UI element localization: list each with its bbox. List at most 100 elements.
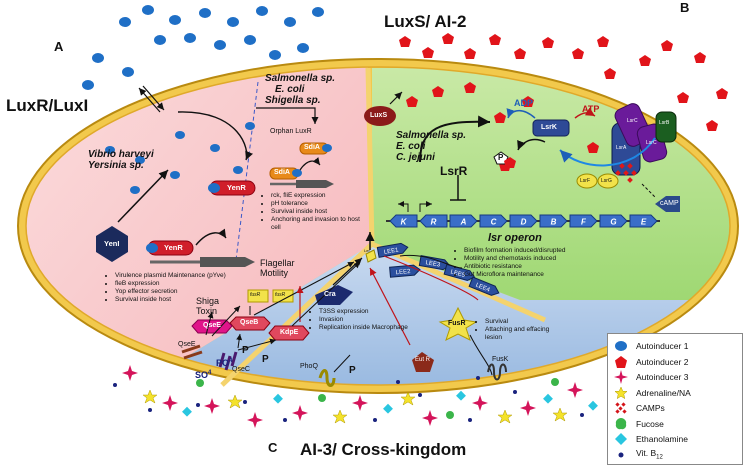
sdia-label-lower: SdiA: [274, 169, 290, 176]
panel-a-right-bullets: rck, fliE expression pH tolerance Surviv…: [262, 192, 368, 232]
organism-salmonella-b: Salmonella sp.: [396, 130, 467, 141]
cra-label: Cra: [324, 291, 336, 298]
lsrr-loop-arrow: [419, 115, 491, 163]
operon-gene-g: G: [599, 214, 628, 228]
bullet: T3SS expression: [319, 308, 420, 316]
gene-arrow-sdia: [296, 180, 334, 188]
ai1-dot: [312, 7, 324, 17]
p-label-b: P: [498, 153, 504, 162]
ai3-star: [292, 405, 308, 421]
fusr-box-1: [247, 289, 269, 303]
ai2-pentagon: [639, 55, 651, 66]
bullet: Survival inside host: [271, 208, 368, 216]
ai1-dot: [297, 43, 309, 53]
divider-a-b: [365, 67, 375, 245]
camp-tag: [655, 196, 680, 212]
bullet: Antibiotic resistance: [464, 263, 625, 271]
operon-gene-label: G: [610, 218, 616, 227]
panel-b-bullets: Biofilm formation induced/disrupted Moti…: [455, 247, 625, 279]
operon-gene-label: E: [641, 218, 647, 227]
qseb-label: QseB: [240, 319, 259, 326]
bullet: Motility and chemotaxis induced: [464, 255, 625, 263]
yellow-star5-icon: [614, 385, 628, 399]
fucose-blob: [196, 379, 204, 387]
vitb12-dot: [396, 380, 400, 384]
signal-to-yenr-arrow: [177, 111, 254, 161]
ai2-pentagon: [464, 48, 476, 59]
ai2-pentagon: [422, 47, 434, 58]
lsrf-protein: [576, 173, 598, 189]
yenr-activation-arrow: [195, 228, 227, 246]
legend-item: Autoinducer 2: [614, 354, 688, 370]
operon-gene-d: D: [509, 214, 538, 228]
ai2-pentagon: [677, 92, 689, 103]
bullet: Attaching and effacing lesion: [485, 326, 556, 342]
panel-label-a: A: [54, 39, 64, 54]
operon-gene-k: K: [389, 214, 418, 228]
yenr-label-lower: YenR: [164, 243, 183, 252]
operon-gene-label: A: [460, 218, 467, 227]
bullet: Survival inside host: [115, 296, 246, 304]
flagellar-label: Flagellar Motility: [260, 258, 295, 278]
ai2-pentagon: [489, 34, 501, 45]
fucose-blob: [318, 394, 326, 402]
ethanolamine-diamond: [182, 406, 192, 417]
legend-item: Vit. B12: [614, 447, 663, 463]
sector-luxr-background: [26, 67, 372, 385]
kdpe-label: KdpE: [280, 329, 299, 336]
operon-gene-label: K: [401, 218, 408, 227]
vitb12-dot: [513, 390, 517, 394]
ai1-dot: [82, 80, 94, 90]
adrenaline-star: [332, 409, 348, 424]
ai3-star: [122, 365, 138, 381]
ai3-star: [472, 395, 488, 411]
extracellular-signals: [113, 365, 598, 428]
ai3-star: [422, 410, 438, 426]
cra-protein: [315, 285, 353, 305]
organism-salmonella-a: Salmonella sp.: [265, 73, 336, 84]
vitb12-dot: [468, 418, 472, 422]
panel-c-mid-bullets: T3SS expression Invasion Replication ins…: [310, 308, 420, 332]
ai3-star: [520, 400, 536, 416]
qseb-protein: [229, 316, 271, 331]
vitb12-dot: [418, 393, 422, 397]
operon-gene-label: C: [491, 218, 497, 227]
dashed-separator: [235, 81, 259, 261]
divider-b-c: [370, 241, 547, 323]
ai2-pentagon: [399, 36, 411, 47]
lsrk-label: LsrK: [541, 124, 557, 131]
legend-label: Autoinducer 3: [636, 372, 689, 382]
lee-gene-label: LEE2: [396, 269, 412, 276]
bullet: fleB expression: [115, 280, 246, 288]
adrenaline-star: [227, 394, 243, 409]
legend-item: Ethanolamine: [614, 431, 688, 447]
yeni-hexagon: [96, 226, 128, 262]
lee-gene-lee1: LEE1: [376, 242, 409, 258]
yeni-label: YenI: [104, 239, 120, 248]
lsrr-label: LsrR: [440, 164, 468, 178]
lee-gene-lee2: LEE2: [389, 264, 421, 278]
fusr-label: FusR: [448, 320, 466, 327]
ai1-dot: [227, 17, 239, 27]
ai1-dot: [154, 35, 166, 45]
po4-label: PO4: [216, 358, 233, 368]
green-blob-icon: [615, 417, 627, 429]
lsr-operon-label: lsr operon: [488, 232, 542, 244]
lsrk-kinase: [532, 119, 570, 137]
p-label-phoq: P: [349, 365, 356, 376]
ai1-dot: [184, 33, 196, 43]
cyan-diamond-icon: [615, 433, 627, 445]
legend-label: Fucose: [636, 418, 664, 429]
ai1-dot: [269, 50, 281, 60]
eutr-label: Eut R: [415, 357, 431, 363]
navy-dot-icon: [618, 452, 624, 457]
ai2-pentagon: [572, 48, 584, 59]
orphan-luxr-label: Orphan LuxR: [270, 128, 312, 135]
lee-gene-label: LEE1: [384, 247, 400, 256]
operon-gene-a: A: [449, 214, 478, 228]
lee-gene-label: LEE4: [475, 282, 491, 293]
vitb12-dot: [113, 383, 117, 387]
lsrc-label-1: LsrC: [627, 118, 638, 124]
